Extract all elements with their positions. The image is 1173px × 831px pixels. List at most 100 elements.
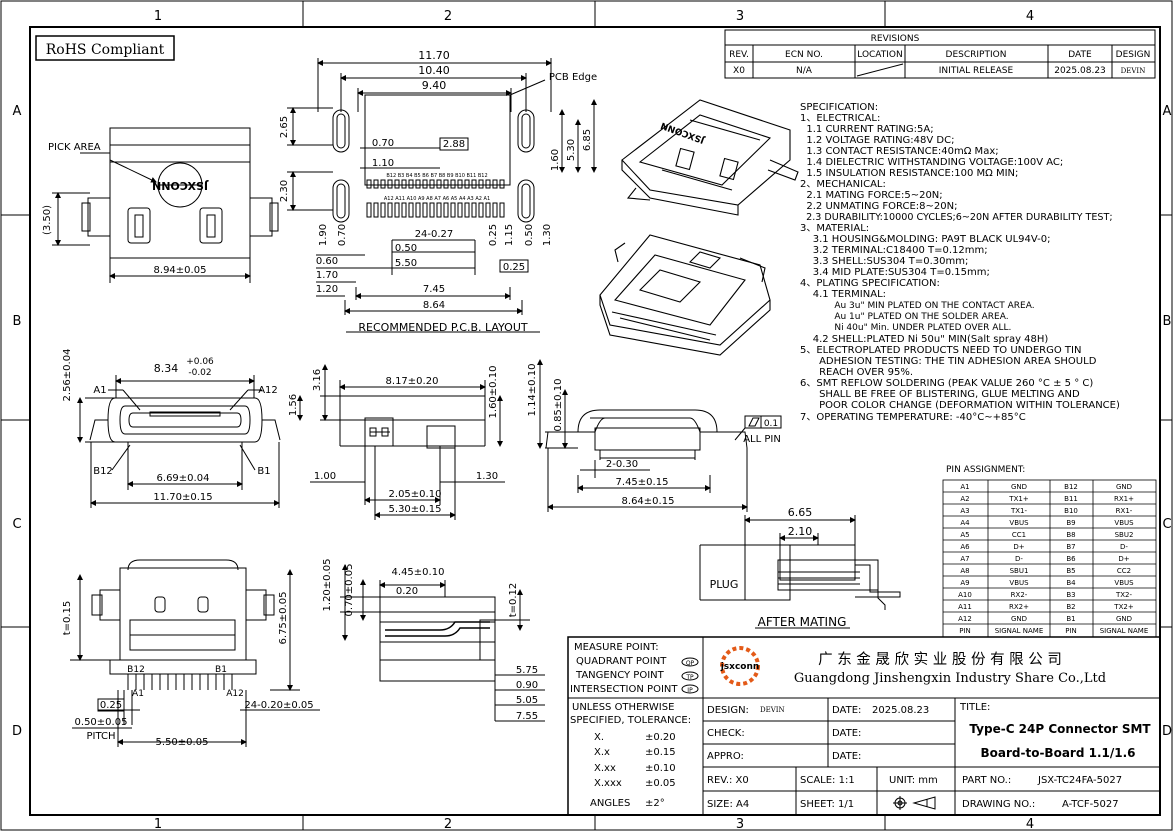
rear-view [537, 359, 782, 512]
dim-pcb-265: 2.65 [279, 116, 290, 138]
section-view-labels: 1.20±0.05 0.70±0.05 4.45±0.10 0.20 t=0.1… [322, 559, 538, 722]
front-a12: A12 [258, 385, 278, 396]
dim-pcb-190: 1.90 [318, 224, 329, 246]
pin-cell: B1 [1066, 615, 1075, 623]
dim-pcb-060: 0.60 [316, 256, 338, 267]
spec-line-5: 1.4 DIELECTRIC WITHSTANDING VOLTAGE:100V… [800, 157, 1063, 168]
zone-row-c-r: C [1162, 517, 1171, 532]
spec-line-16: 4、PLATING SPECIFICATION: [800, 278, 940, 289]
dim-front-669: 6.69±0.04 [157, 473, 210, 484]
front-b1: B1 [257, 466, 270, 477]
zone-col-2b: 2 [444, 817, 452, 831]
dim-pcb-288: 2.88 [443, 139, 465, 150]
measure-line-3: INTERSECTION POINT [570, 684, 678, 695]
all-pin-label: ALL PIN [743, 434, 781, 445]
zone-row-a-r: A [1163, 104, 1172, 119]
rohs-label: RoHS Compliant [46, 42, 165, 58]
dim-rear-2x030: 2-0.30 [606, 459, 638, 470]
spec-line-20: Ni 40u" Min. UNDER PLATED OVER ALL. [800, 323, 1011, 333]
pin-cell: RX2+ [1009, 603, 1029, 611]
dim-bottom-550: 5.50±0.05 [156, 737, 209, 748]
dim-pcb-530: 5.30 [566, 139, 577, 161]
tolerance-header-0: UNLESS OTHERWISE [572, 702, 674, 713]
pcb-pins-top: B12 B3 B4 B5 B6 B7 B8 B9 B10 B11 B12 [386, 173, 487, 179]
scale-label: SCALE: 1:1 [800, 775, 855, 786]
rohs-box: RoHS Compliant [35, 35, 175, 61]
dim-front-834: 8.34 [154, 362, 179, 375]
pin-cell: B2 [1066, 603, 1075, 611]
rev-cell-design: DEVIN [1121, 67, 1146, 75]
pin-cell: A1 [960, 483, 969, 491]
spec-line-23: ADHESION TESTING: THE TIN ADHESION AREA … [800, 356, 1097, 367]
pin-cell: B10 [1064, 507, 1078, 515]
top-view-labels: PICK AREA JSXCONN (3.50) 8.94±0.05 [42, 142, 209, 276]
spec-line-4: 1.3 CONTACT RESISTANCE:40mΩ Max; [800, 146, 999, 157]
pin-cell: SBU1 [1010, 567, 1029, 575]
title-line-2: Board-to-Board 1.1/1.6 [980, 746, 1135, 760]
zone-row-d-r: D [1162, 724, 1172, 739]
tol-label-1: X.x [594, 747, 610, 758]
pcb-layout [287, 58, 597, 333]
pin-cell: D+ [1118, 555, 1129, 563]
spec-line-6: 1.5 INSULATION RESISTANCE:100 MΩ MIN; [800, 168, 1018, 179]
zone-row-d: D [12, 724, 22, 739]
spec-line-18: Au 3u" MIN PLATED ON THE CONTACT AREA. [800, 301, 1035, 311]
spec-line-2: 1.1 CURRENT RATING:5A; [800, 124, 934, 135]
tol-value-1: ±0.15 [645, 747, 676, 758]
tol-value-4: ±2° [645, 798, 665, 809]
pin-cell: RX2- [1011, 591, 1028, 599]
front-view [77, 375, 281, 508]
dim-side-156: 1.56 [288, 394, 299, 416]
bottom-b12: B12 [127, 665, 145, 675]
spec-line-15: 3.4 MID PLATE:SUS304 T=0.15mm; [800, 267, 990, 278]
dim-front-256: 2.56±0.04 [62, 349, 73, 402]
design-date-value: 2025.08.23 [872, 705, 929, 716]
pin-cell: TX1+ [1008, 495, 1029, 503]
spec-line-3: 1.2 VOLTAGE RATING:48V DC; [800, 135, 954, 146]
measure-line-0: MEASURE POINT: [574, 642, 659, 653]
dim-side-160: 1.60±0.10 [488, 366, 499, 419]
zone-row-b: B [13, 314, 22, 329]
title-block [567, 636, 1161, 816]
check-date-label: DATE: [832, 728, 861, 739]
tol-label-4: ANGLES [590, 798, 630, 809]
rev-cell-date: 2025.08.23 [1054, 66, 1106, 76]
pcb-edge-label: PCB Edge [549, 72, 597, 83]
dim-pcb-1170: 11.70 [418, 49, 450, 62]
rev-col-ecn: ECN NO. [785, 50, 823, 60]
pin-cell: GND [1011, 483, 1027, 491]
iso-view-top: JSXCONN [621, 99, 799, 216]
dim-section-445: 4.45±0.10 [392, 567, 445, 578]
spec-line-25: 6、SMT REFLOW SOLDERING (PEAK VALUE 260 °… [800, 378, 1093, 389]
pin-cell: RX1- [1116, 507, 1133, 515]
dim-pcb-864: 8.64 [423, 300, 445, 311]
tolerance-header-1: SPECIFIED, TOLERANCE: [570, 715, 691, 726]
pin-cell: CC1 [1012, 531, 1026, 539]
bottom-view-labels: t=0.15 6.75±0.05 B12 B1 A1 A12 0.25 24-0… [62, 592, 314, 748]
dim-bottom-24x020: 24-0.20±0.05 [244, 700, 313, 711]
company-name-en: Guangdong Jinshengxin Industry Share Co.… [794, 671, 1106, 686]
side-view [297, 364, 505, 520]
pcb-pad-row-bottom [366, 202, 505, 218]
dim-rear-745: 7.45±0.15 [616, 477, 669, 488]
dim-pcb-685: 6.85 [582, 129, 593, 151]
drawing-no-value: A-TCF-5027 [1062, 799, 1119, 810]
dim-side-100: 1.00 [314, 471, 336, 482]
design-label: DESIGN: [707, 705, 749, 716]
spec-line-12: 3.1 HOUSING&MOLDING: PA9T BLACK UL94V-0; [800, 234, 1050, 245]
dim-pcb-745: 7.45 [423, 284, 445, 295]
flatness-value: 0.1 [764, 419, 778, 429]
dim-pcb-160: 1.60 [550, 149, 561, 171]
dim-rear-114: 1.14±0.10 [527, 364, 538, 417]
after-mating-labels: 6.65 2.10 PLUG AFTER MATING [710, 506, 847, 629]
pin-cell: SIGNAL NAME [1100, 627, 1149, 635]
dim-side-316: 3.16 [312, 369, 323, 391]
title-label: TITLE: [959, 702, 990, 713]
dim-pcb-550: 5.50 [395, 258, 417, 269]
dim-side-205: 2.05±0.10 [389, 489, 442, 500]
after-mating-view [699, 515, 901, 629]
dim-top-height: (3.50) [42, 205, 53, 235]
rev-col-description: DESCRIPTION [946, 50, 1007, 60]
rev-col-rev: REV. [729, 50, 749, 60]
